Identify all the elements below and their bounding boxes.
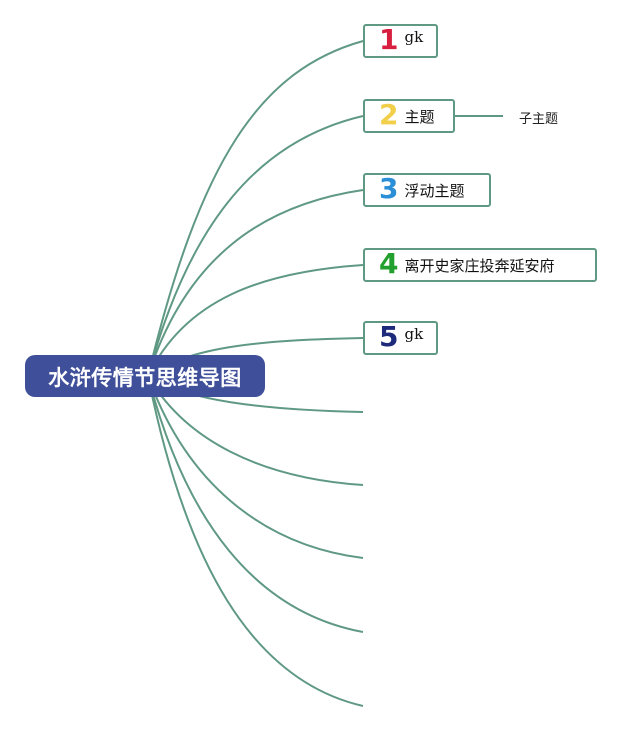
topic-2-label: 主题	[404, 107, 435, 126]
branch-line-1	[147, 40, 364, 377]
priority-5-marker-icon: 5	[379, 320, 399, 353]
priority-2-marker-icon: 2	[379, 98, 399, 131]
topic-1[interactable]: 1 gk	[363, 24, 438, 58]
topic-2[interactable]: 2 主题	[363, 99, 455, 133]
topic-5-label: gk	[404, 325, 424, 343]
subtopic-label[interactable]: 子主题	[519, 112, 559, 127]
central-topic[interactable]: 水浒传情节思维导图	[25, 355, 265, 397]
topic-5[interactable]: 5 gk	[363, 321, 438, 355]
topic-1-label: gk	[404, 28, 424, 46]
branch-line-7	[147, 375, 364, 486]
branch-line-4	[147, 264, 364, 377]
topic-4[interactable]: 4 离开史家庄投奔延安府	[363, 248, 597, 282]
branch-line-8	[147, 375, 364, 559]
priority-1-marker-icon: 1	[379, 23, 399, 56]
branch-line-10	[147, 375, 364, 707]
branch-line-2	[147, 115, 364, 377]
topic-4-label: 离开史家庄投奔延安府	[404, 256, 555, 275]
priority-4-marker-icon: 4	[379, 247, 399, 280]
branch-line-3	[147, 189, 364, 377]
priority-3-marker-icon: 3	[379, 172, 399, 205]
central-topic-label: 水浒传情节思维导图	[48, 366, 242, 390]
topic-3[interactable]: 3 浮动主题	[363, 173, 491, 207]
branch-line-9	[147, 375, 364, 633]
topic-3-label: 浮动主题	[404, 181, 465, 200]
